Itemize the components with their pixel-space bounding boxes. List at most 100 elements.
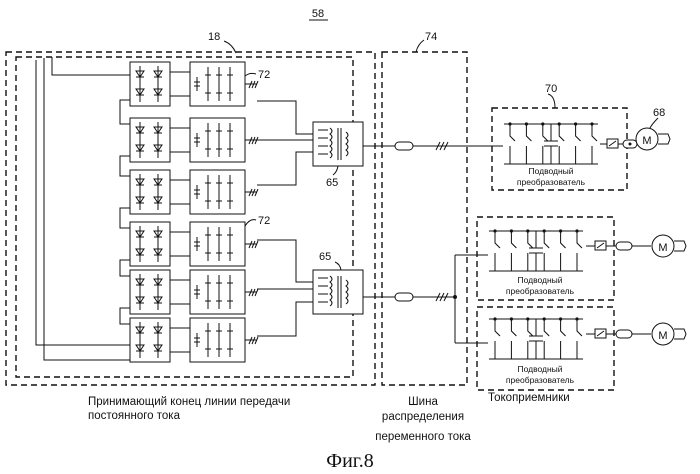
bridge-feed-3 [257, 152, 313, 185]
three-phase-mark [249, 137, 258, 144]
converter-switch [510, 124, 515, 164]
rectifier-box [130, 222, 170, 266]
converter-switch [561, 319, 566, 359]
converter-node [574, 122, 577, 125]
bridge-box [190, 318, 245, 362]
connector-bottom [395, 293, 413, 301]
bridge-feed-4 [257, 240, 313, 282]
converter-switch [544, 231, 549, 271]
motor-2-symbol: M [658, 242, 667, 254]
converter-capacitor [529, 231, 543, 271]
connector-top [395, 142, 413, 150]
figure-number: 58 [312, 8, 324, 20]
bus-caption-1: Шина [408, 396, 438, 408]
rectifier-box [130, 318, 170, 362]
bus-leader [416, 40, 424, 52]
rectifier-module [130, 318, 190, 362]
series-link [120, 208, 130, 228]
converter-node [508, 122, 511, 125]
converter-node [493, 317, 496, 320]
converter-capacitor [529, 319, 543, 359]
transformer-top-leader [333, 166, 338, 175]
bus-caption-2: распределения [382, 411, 464, 423]
converter-switch [495, 319, 500, 359]
converter-box-leader [548, 94, 555, 108]
converter-capacitor [544, 124, 558, 164]
converter-switch [544, 319, 549, 359]
converter-node [510, 317, 513, 320]
receiving-end-caption-2: постоянного тока [88, 410, 181, 422]
converter-switch [577, 319, 582, 359]
converter-switch [576, 124, 581, 164]
converter-switch [495, 231, 500, 271]
transformer-bottom-ref: 65 [319, 251, 331, 263]
ac-bus-boundary [382, 52, 467, 385]
three-phase-mark [249, 337, 258, 344]
transformer-top [313, 122, 363, 166]
bridge-ref-top-leader [245, 73, 256, 76]
receiving-end-caption-1: Принимающий конец линии передачи [88, 396, 290, 408]
rectifier-module [130, 222, 190, 266]
subsea-converter-2 [489, 229, 583, 271]
bridge-box [190, 118, 245, 162]
three-phase-mark [249, 189, 258, 196]
motor-2: M [586, 235, 686, 257]
bridge-box [190, 62, 245, 106]
subsea-converter-1 [504, 122, 598, 164]
motor-3: M [586, 323, 686, 345]
converter-switch [526, 124, 531, 164]
three-phase-mark [249, 289, 258, 296]
series-link [120, 100, 130, 124]
rectifier-module [130, 170, 190, 214]
converter-node [559, 317, 562, 320]
converter-node [525, 122, 528, 125]
three-phase-mark-top [436, 142, 448, 150]
converter-2-label-1: Подводный [517, 275, 562, 285]
converter-switch [592, 124, 597, 164]
converter-1-label-1: Подводный [528, 166, 573, 176]
bridge-module [190, 170, 258, 214]
rectifier-box [130, 170, 170, 214]
transformer-bottom [313, 270, 363, 314]
bridge-column [190, 62, 258, 362]
transformer-bottom-leader [335, 262, 341, 270]
converter-switch [561, 231, 566, 271]
transformer-top-ref: 65 [326, 177, 338, 189]
bridge-module [190, 270, 258, 314]
converter-node [493, 229, 496, 232]
dc-link [170, 328, 190, 352]
bridge-module [190, 318, 258, 362]
series-link [120, 156, 130, 176]
converter-3-label-1: Подводный [517, 364, 562, 374]
converter-1-label-2: преобразователь [517, 177, 586, 187]
converter-2-label-2: преобразователь [506, 286, 575, 296]
dc-wire-3 [44, 58, 130, 360]
subsea-converter-3 [489, 317, 583, 359]
series-link [120, 260, 130, 276]
figure-caption: Фиг.8 [326, 450, 373, 472]
bridge-module [190, 118, 258, 162]
bridge-feed-6 [257, 302, 313, 336]
bridge-ref-mid: 72 [258, 215, 270, 227]
three-phase-mark [249, 241, 258, 248]
rectifier-module [130, 270, 190, 314]
rectifier-module [130, 62, 190, 106]
converter-node [575, 317, 578, 320]
three-phase-mark [249, 81, 258, 88]
bridge-box [190, 170, 245, 214]
converter-switch [559, 124, 564, 164]
receiving-end-leader [224, 41, 236, 53]
motor-ref-leader [650, 118, 658, 128]
receiving-end-inner-boundary [16, 57, 353, 377]
converter-node [541, 122, 544, 125]
converter-switch [577, 231, 582, 271]
converter-switch [528, 319, 533, 359]
converter-switch [511, 319, 516, 359]
converter-box-ref: 70 [545, 83, 557, 95]
bridge-feed-1 [257, 101, 313, 134]
converter-node [510, 229, 513, 232]
rectifier-box [130, 270, 170, 314]
dc-link [170, 72, 190, 96]
